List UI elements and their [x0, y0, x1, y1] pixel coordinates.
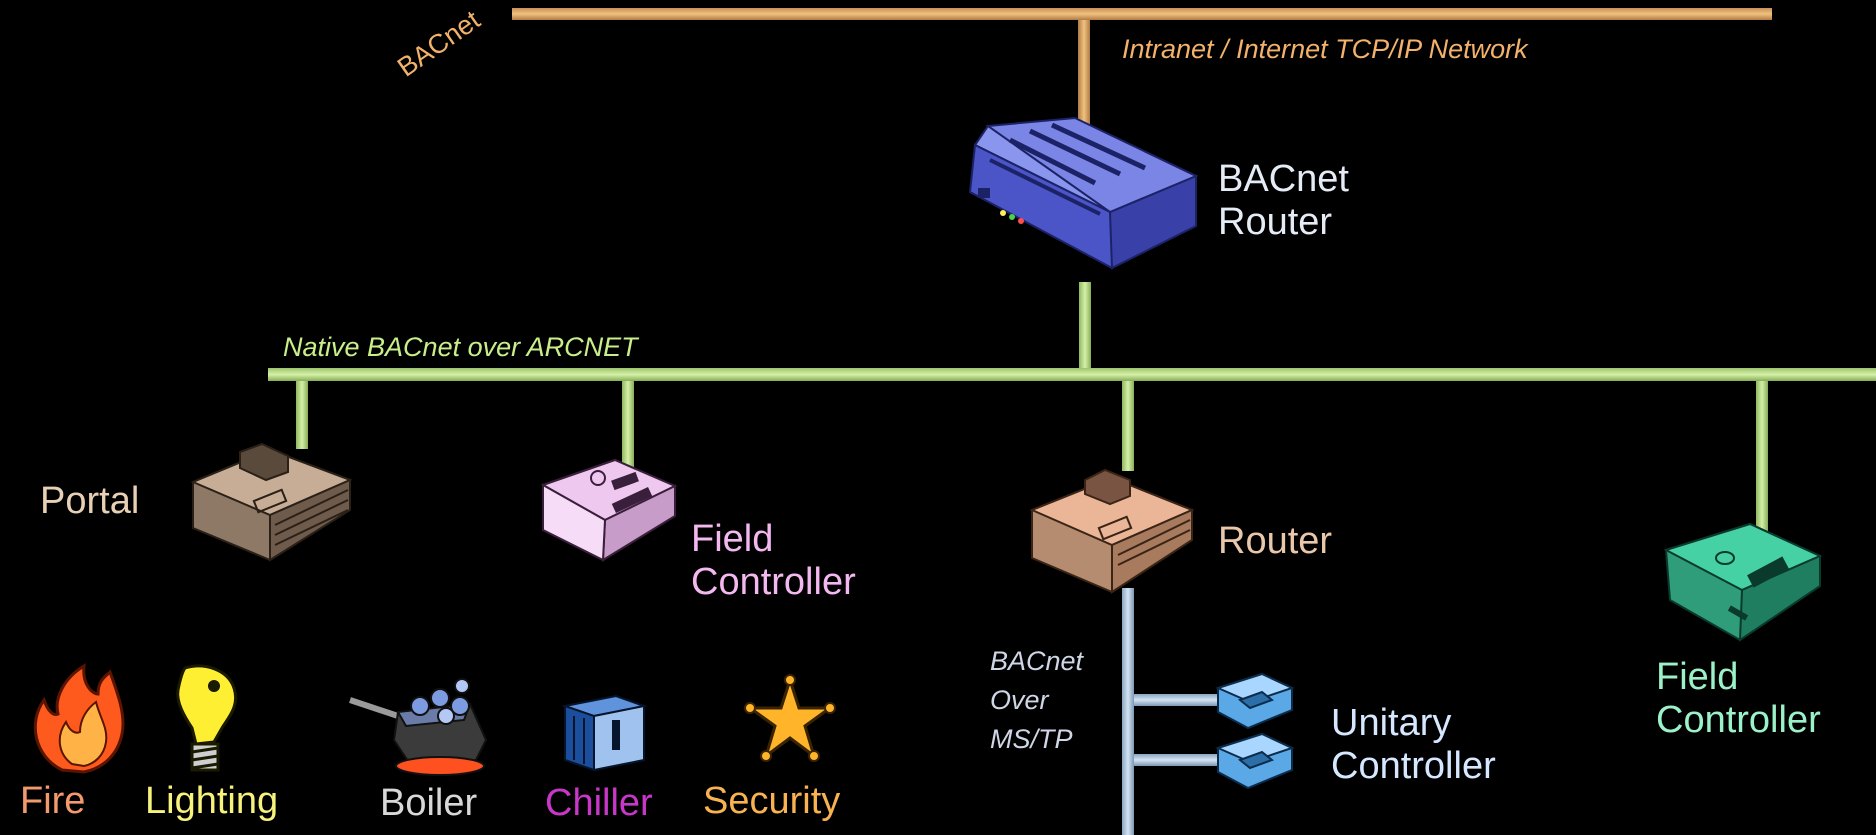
- router-icon: [1029, 468, 1195, 594]
- arcnet-riser-router: [1079, 282, 1091, 368]
- portal-label: Portal: [40, 480, 140, 522]
- mstp-label-line1: BACnet: [990, 646, 1084, 676]
- arcnet-drop-field1: [622, 381, 634, 471]
- mstp-label-line3: MS/TP: [990, 724, 1073, 755]
- portal-device-icon: [190, 442, 353, 562]
- lighting-label: Lighting: [145, 780, 279, 822]
- field-controller-1-line1: Field: [691, 518, 774, 560]
- boiler-label: Boiler: [380, 782, 478, 824]
- security-badge-icon: [744, 674, 836, 762]
- arcnet-label: Native BACnet over ARCNET: [283, 332, 638, 362]
- boiler-icon: [349, 678, 488, 776]
- tcpip-network-label: Intranet / Internet TCP/IP Network: [1122, 34, 1528, 64]
- field-controller-2-label: Field Controller: [1656, 656, 1821, 741]
- arcnet-drop-portal: [296, 381, 308, 449]
- bacnet-router-label-line2: Router: [1218, 200, 1333, 243]
- lightbulb-icon: [176, 664, 237, 772]
- field-controller-1-line2: Controller: [691, 560, 856, 603]
- field-controller-2-icon: [1663, 522, 1823, 642]
- mstp-label: BACnet Over MS/TP: [990, 642, 1083, 759]
- mstp-tap-2: [1134, 754, 1224, 766]
- field-controller-2-line2: Controller: [1656, 698, 1821, 741]
- chiller-label: Chiller: [545, 782, 653, 824]
- arcnet-bus: [268, 368, 1876, 381]
- bacnet-router-label: BACnet Router: [1218, 158, 1349, 243]
- fire-label: Fire: [20, 780, 86, 822]
- chiller-icon: [561, 694, 648, 772]
- field-controller-1-icon: [540, 458, 678, 562]
- unitary-controller-line1: Unitary: [1331, 702, 1452, 744]
- bacnet-router-icon: [968, 116, 1199, 270]
- field-controller-1-label: Field Controller: [691, 518, 856, 603]
- unitary-controller-label: Unitary Controller: [1331, 702, 1496, 787]
- fire-icon: [33, 663, 125, 774]
- bacnet-router-label-line1: BACnet: [1218, 158, 1349, 200]
- unitary-controller-line2: Controller: [1331, 744, 1496, 787]
- mstp-label-line2: Over: [990, 685, 1049, 716]
- tcpip-bus: [512, 8, 1772, 20]
- mstp-bus: [1122, 588, 1134, 835]
- unitary-controller-icon: [1215, 672, 1295, 790]
- arcnet-drop-router: [1122, 381, 1134, 471]
- mstp-tap-1: [1134, 694, 1224, 706]
- router-label: Router: [1218, 520, 1333, 562]
- security-label: Security: [703, 780, 841, 822]
- field-controller-2-line1: Field: [1656, 656, 1739, 698]
- arcnet-drop-field2: [1756, 381, 1768, 549]
